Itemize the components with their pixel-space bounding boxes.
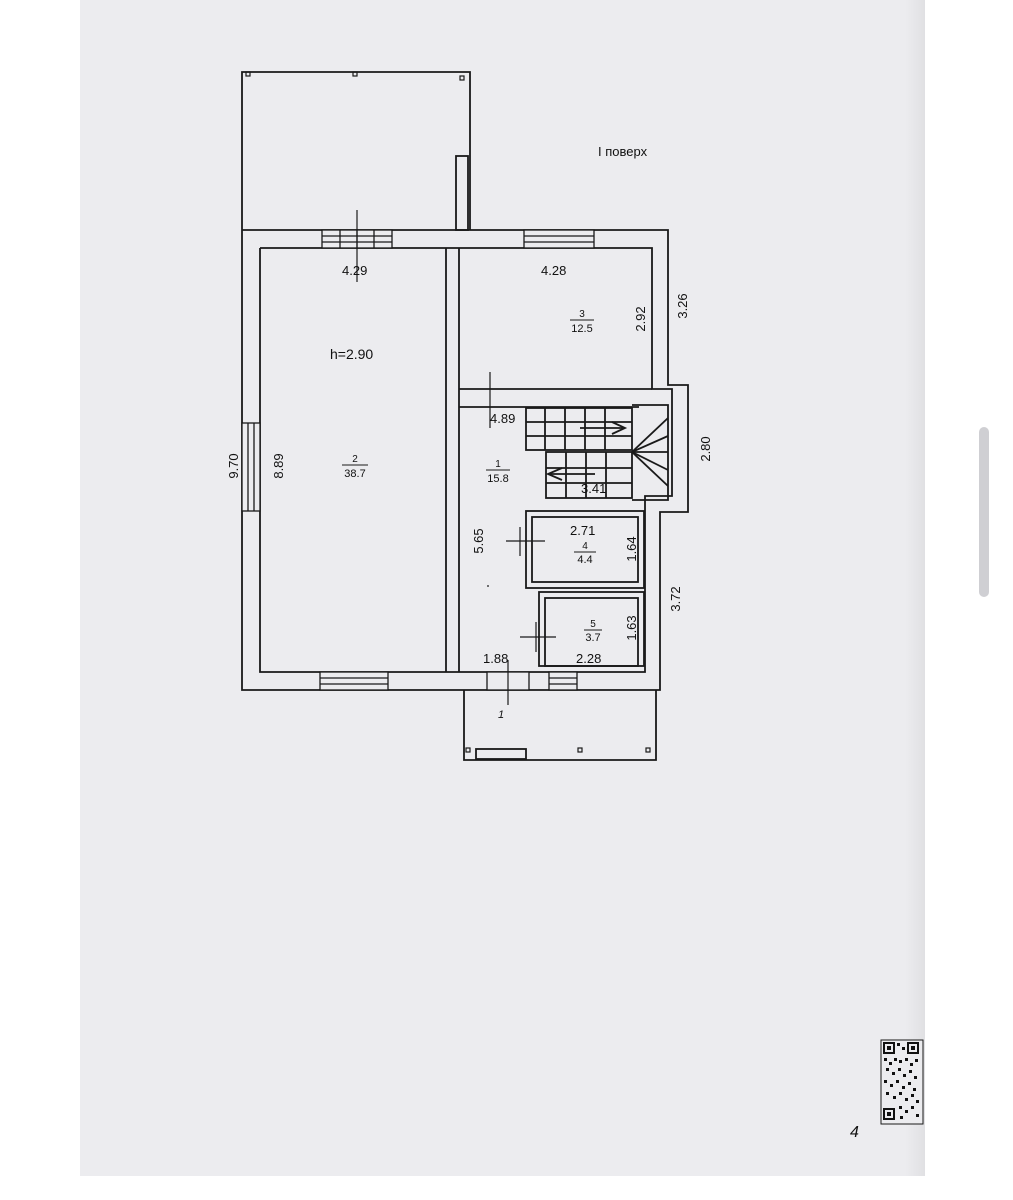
dim-stair-length: 4.89 bbox=[490, 411, 515, 426]
dim-room5-width: 2.28 bbox=[576, 651, 601, 666]
room-5-area: 3.7 bbox=[585, 632, 600, 644]
window-bottom-right bbox=[548, 671, 578, 691]
corner-mark: 4 bbox=[850, 1124, 859, 1141]
dim-room4-width: 2.71 bbox=[570, 523, 595, 538]
dim-room4-height: 1.64 bbox=[624, 536, 639, 561]
floor-label: I поверх bbox=[598, 144, 648, 159]
plan-labels: I поверх h=2.90 2 38.7 1 15.8 3 12.5 4 4… bbox=[226, 144, 859, 1141]
dim-hall-width: 1.88 bbox=[483, 651, 508, 666]
dim-room3-height: 2.92 bbox=[633, 306, 648, 331]
openings bbox=[241, 229, 595, 691]
stair-flight-upper bbox=[525, 407, 633, 451]
dim-right-upper-height: 3.26 bbox=[675, 293, 690, 318]
porch-lower bbox=[463, 690, 657, 761]
dim-room3-width: 4.28 bbox=[541, 263, 566, 278]
dim-overall-height: 9.70 bbox=[226, 453, 241, 478]
stair-flight-lower bbox=[545, 451, 633, 499]
fraction-lines bbox=[342, 319, 602, 631]
entrance-mark: 1 bbox=[498, 709, 504, 721]
dim-right-lower-height: 3.72 bbox=[668, 586, 683, 611]
dim-stair-width: 3.41 bbox=[581, 481, 606, 496]
room-3-number: 3 bbox=[579, 309, 585, 320]
ceiling-height: h=2.90 bbox=[330, 346, 373, 362]
outer-wall bbox=[241, 229, 689, 691]
door-marks bbox=[245, 71, 651, 753]
plan-walls bbox=[241, 71, 689, 761]
room-3-area: 12.5 bbox=[571, 323, 592, 335]
scrollbar[interactable] bbox=[979, 427, 989, 597]
paper-edge-shadow bbox=[905, 0, 925, 1176]
dim-room5-height: 1.63 bbox=[624, 615, 639, 640]
window-left bbox=[241, 422, 261, 512]
room-4-outline bbox=[525, 510, 645, 589]
window-top-right bbox=[523, 229, 595, 249]
room-2-area: 38.7 bbox=[344, 468, 365, 480]
window-bottom-left bbox=[319, 671, 389, 691]
inner-wall bbox=[259, 247, 673, 673]
dim-room2-height: 8.89 bbox=[271, 453, 286, 478]
room-5-number: 5 bbox=[590, 619, 596, 630]
paper-sheet bbox=[80, 0, 925, 1176]
dim-hall-height: 5.65 bbox=[471, 528, 486, 553]
room-4-number: 4 bbox=[582, 541, 588, 552]
room-1-area: 15.8 bbox=[487, 473, 508, 485]
room-1-number: 1 bbox=[495, 459, 501, 470]
room-4-area: 4.4 bbox=[577, 554, 592, 566]
room-2-number: 2 bbox=[352, 454, 358, 465]
dim-room2-width: 4.29 bbox=[342, 263, 367, 278]
terrace-upper bbox=[241, 71, 471, 230]
qr-code bbox=[880, 1039, 924, 1125]
dim-stair-block-height: 2.80 bbox=[698, 436, 713, 461]
